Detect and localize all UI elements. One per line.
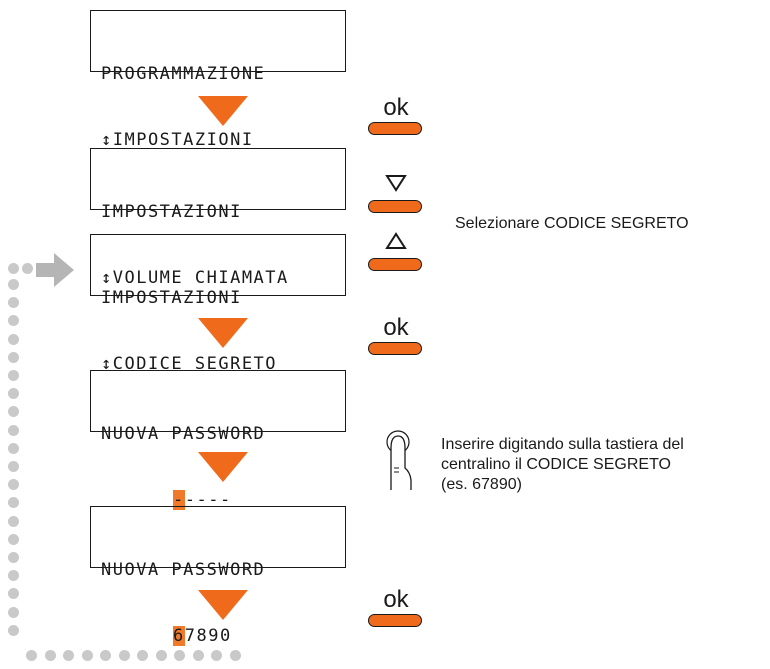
triangle-down-outline-icon (368, 174, 424, 198)
ok-key-label: ok (383, 314, 409, 341)
up-key-button[interactable] (368, 258, 422, 271)
lcd-line-2: ↕CODICE SEGRETO (101, 354, 278, 374)
path-dot (8, 315, 19, 326)
lcd-line-1: PROGRAMMAZIONE (101, 64, 266, 84)
lcd-line-1: IMPOSTAZIONI (101, 202, 242, 222)
path-dot (137, 650, 148, 661)
path-dot (8, 352, 19, 363)
flow-down-arrow (198, 318, 248, 348)
flow-down-arrow (198, 590, 248, 620)
path-dot (8, 534, 19, 545)
enter-instruction-line-3: (es. 67890) (441, 476, 522, 493)
lcd-line-1: NUOVA PASSWORD (101, 560, 266, 580)
down-key-button[interactable] (368, 200, 422, 213)
path-dot (174, 650, 185, 661)
path-dot (8, 607, 19, 618)
path-dot (8, 588, 19, 599)
path-dot (8, 461, 19, 472)
path-dot (8, 334, 19, 345)
path-dot (211, 650, 222, 661)
path-dot (8, 388, 19, 399)
flow-down-arrow (198, 96, 248, 126)
flow-down-arrow (198, 452, 248, 482)
path-dot (22, 263, 33, 274)
lcd-line-1: NUOVA PASSWORD (101, 424, 266, 444)
path-dot (8, 479, 19, 490)
path-dot (119, 650, 130, 661)
path-dot (45, 650, 56, 661)
input-cursor: - (173, 490, 185, 510)
finger-press-icon (386, 430, 412, 490)
password-value: 7890 (184, 626, 232, 646)
path-dot (8, 625, 19, 636)
path-dot (8, 552, 19, 563)
ok-key-label: ok (383, 586, 409, 613)
path-dot (8, 570, 19, 581)
triangle-up-outline-icon (368, 232, 424, 256)
ok-key[interactable]: ok (368, 316, 424, 355)
lcd-screen-nuova-password-empty: NUOVA PASSWORD ----- (90, 370, 346, 510)
path-dot (8, 370, 19, 381)
lcd-screen-programmazione: PROGRAMMAZIONE ↕IMPOSTAZIONI (90, 10, 346, 150)
path-dot (8, 443, 19, 454)
path-dot (82, 650, 93, 661)
ok-key-button[interactable] (368, 122, 422, 135)
path-dot (8, 406, 19, 417)
lcd-line-2: ----- (101, 489, 345, 511)
enter-instruction-line-1: Inserire digitando sulla tastiera del (441, 436, 684, 453)
path-dot (63, 650, 74, 661)
lcd-line-2: ↕IMPOSTAZIONI (101, 130, 254, 150)
path-dot (8, 497, 19, 508)
lcd-line-2: 67890 (101, 625, 345, 647)
path-dot (230, 650, 241, 661)
path-dot (26, 650, 37, 661)
ok-key-button[interactable] (368, 342, 422, 355)
path-dot (8, 516, 19, 527)
enter-instruction: Inserire digitando sulla tastiera del ce… (441, 435, 684, 495)
ok-key-label: ok (383, 94, 409, 121)
input-cursor: 6 (173, 626, 185, 646)
gray-right-arrow-icon (36, 253, 74, 287)
up-key[interactable] (368, 232, 424, 271)
path-dot (8, 297, 19, 308)
path-dot (156, 650, 167, 661)
lcd-screen-codice-segreto: IMPOSTAZIONI ↕CODICE SEGRETO (90, 234, 346, 374)
select-instruction: Selezionare CODICE SEGRETO (455, 215, 689, 232)
ok-key[interactable]: ok (368, 96, 424, 135)
lcd-screen-volume-chiamata: IMPOSTAZIONI ↕VOLUME CHIAMATA (90, 148, 346, 288)
path-dot (100, 650, 111, 661)
password-placeholder: ---- (184, 490, 232, 510)
down-key[interactable] (368, 174, 424, 213)
ok-key[interactable]: ok (368, 588, 424, 627)
path-dot (8, 263, 19, 274)
path-dot (8, 279, 19, 290)
enter-instruction-line-2: centralino il CODICE SEGRETO (441, 456, 671, 473)
lcd-line-2: ↕VOLUME CHIAMATA (101, 268, 289, 288)
path-dot (8, 425, 19, 436)
path-dot (193, 650, 204, 661)
lcd-line-1: IMPOSTAZIONI (101, 288, 242, 308)
ok-key-button[interactable] (368, 614, 422, 627)
lcd-screen-nuova-password-filled: NUOVA PASSWORD 67890 (90, 506, 346, 646)
